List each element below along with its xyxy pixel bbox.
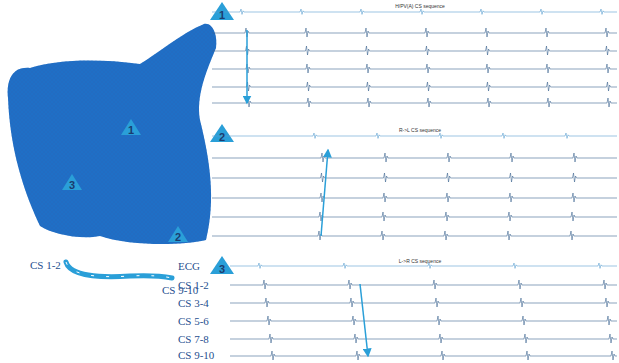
- callout-number: 2: [175, 232, 181, 243]
- trace-line: [230, 316, 617, 325]
- callout-number: 1: [219, 10, 225, 21]
- callout-triangles: [62, 2, 234, 274]
- trace-line: [212, 9, 617, 14]
- egm-traces: [212, 9, 617, 360]
- channel-label: CS 7-8: [178, 334, 209, 345]
- channel-label: CS 5-6: [178, 316, 209, 327]
- trace-line: [230, 351, 617, 360]
- atrium-model: [8, 24, 217, 244]
- trace-line: [212, 82, 617, 91]
- cs-catheter: [66, 262, 172, 278]
- electrode-label: CS 1-2: [30, 260, 61, 271]
- trace-line: [212, 193, 617, 202]
- channel-label: CS 3-4: [178, 298, 209, 309]
- panel-title: H/PV(A) CS sequence: [395, 4, 445, 9]
- channel-label: CS 9-10: [178, 350, 214, 361]
- trace-line: [212, 133, 617, 138]
- callout-number: 2: [219, 132, 225, 143]
- panel-title: L->R CS sequence: [399, 259, 441, 264]
- trace-line: [212, 212, 617, 221]
- trace-line: [212, 28, 617, 37]
- trace-line: [212, 231, 617, 240]
- trace-line: [212, 153, 617, 162]
- trace-line: [212, 46, 617, 55]
- activation-arrows: [247, 30, 368, 356]
- trace-line: [212, 64, 617, 73]
- trace-line: [212, 98, 617, 107]
- callout-number: 1: [128, 125, 134, 136]
- callout-number: 3: [219, 264, 225, 275]
- trace-line: [230, 298, 617, 307]
- trace-line: [230, 280, 617, 289]
- channel-label: CS 1-2: [178, 280, 209, 291]
- callout-number: 3: [69, 180, 75, 191]
- channel-label: ECG: [178, 261, 200, 272]
- trace-line: [230, 334, 617, 343]
- panel-title: R->L CS sequence: [399, 128, 441, 133]
- trace-line: [212, 173, 617, 182]
